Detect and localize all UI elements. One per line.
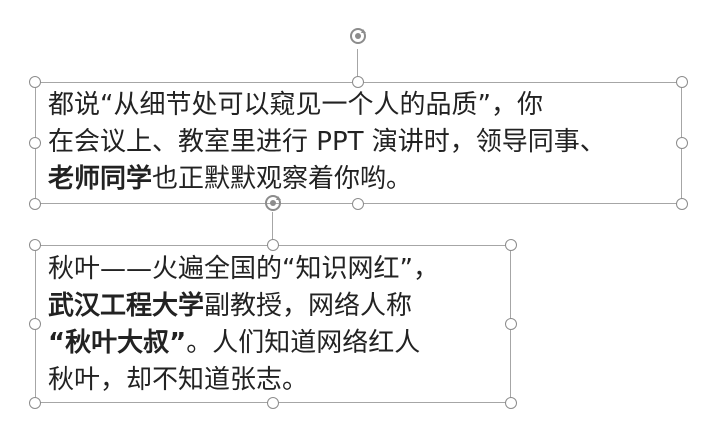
resize-handle-icon[interactable]: [29, 318, 41, 330]
text-line: 老师同学也正默默观察着你哟。: [48, 161, 606, 198]
text-line: 在会议上、教室里进行 PPT 演讲时，领导同事、: [48, 124, 606, 161]
text-line: 都说“从细节处可以窥见一个人的品质”，你: [48, 87, 606, 124]
text-line: 秋叶——火遍全国的“知识网红”，: [48, 251, 439, 288]
resize-handle-icon[interactable]: [29, 397, 41, 409]
bold-text-run: 武汉工程大学: [48, 291, 205, 321]
text-run: 都说“从细节处可以窥见一个人的品质”，你: [48, 90, 543, 120]
resize-handle-icon[interactable]: [352, 76, 364, 88]
resize-handle-icon[interactable]: [676, 198, 688, 210]
text-run: 在会议上、教室里进行 PPT 演讲时，领导同事、: [48, 127, 606, 157]
bold-text-run: 老师同学: [48, 164, 153, 194]
text-line: “秋叶大叔”。人们知道网络红人: [48, 325, 439, 362]
resize-handle-icon[interactable]: [505, 397, 517, 409]
bold-text-run: “秋叶大叔”: [48, 328, 187, 358]
rotate-stem: [272, 212, 273, 245]
rotate-handle-icon[interactable]: [263, 193, 283, 213]
resize-handle-icon[interactable]: [267, 239, 279, 251]
text-run: 也正默默观察着你哟。: [152, 164, 413, 194]
resize-handle-icon[interactable]: [676, 137, 688, 149]
text-box-2-content[interactable]: 秋叶——火遍全国的“知识网红”，武汉工程大学副教授，网络人称“秋叶大叔”。人们知…: [48, 251, 439, 399]
resize-handle-icon[interactable]: [29, 76, 41, 88]
resize-handle-icon[interactable]: [29, 137, 41, 149]
text-run: 副教授，网络人称: [204, 291, 413, 321]
text-run: 秋叶，却不知道张志。: [48, 365, 309, 395]
resize-handle-icon[interactable]: [505, 318, 517, 330]
rotate-stem: [357, 49, 358, 82]
resize-handle-icon[interactable]: [29, 239, 41, 251]
rotate-handle-icon[interactable]: [348, 26, 368, 46]
resize-handle-icon[interactable]: [352, 198, 364, 210]
text-line: 秋叶，却不知道张志。: [48, 362, 439, 399]
text-box-1-content[interactable]: 都说“从细节处可以窥见一个人的品质”，你在会议上、教室里进行 PPT 演讲时，领…: [48, 87, 606, 198]
text-run: 。人们知道网络红人: [186, 328, 421, 358]
text-line: 武汉工程大学副教授，网络人称: [48, 288, 439, 325]
resize-handle-icon[interactable]: [505, 239, 517, 251]
resize-handle-icon[interactable]: [267, 397, 279, 409]
text-box-1[interactable]: 都说“从细节处可以窥见一个人的品质”，你在会议上、教室里进行 PPT 演讲时，领…: [29, 28, 688, 210]
resize-handle-icon[interactable]: [29, 198, 41, 210]
text-box-2[interactable]: 秋叶——火遍全国的“知识网红”，武汉工程大学副教授，网络人称“秋叶大叔”。人们知…: [29, 195, 517, 409]
text-run: 秋叶——火遍全国的“知识网红”，: [48, 254, 439, 284]
resize-handle-icon[interactable]: [676, 76, 688, 88]
